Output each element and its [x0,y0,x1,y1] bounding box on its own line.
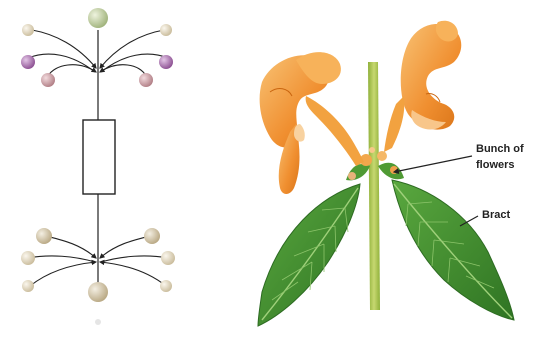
upper-right-bud-pink [139,73,153,87]
label-bunch-of-flowers-line1: Bunch of [476,143,524,155]
lower-right-branch-3 [100,262,166,286]
plant-illustration: Bunch of flowers Bract [258,21,524,326]
lower-left-bud-3 [22,280,34,292]
plant-stem [368,62,380,310]
lower-right-bud-3 [160,280,172,292]
upper-left-bud-purple [21,55,35,69]
upper-left-bud-small [22,24,34,36]
upper-left-branch-1 [32,30,96,68]
node-box [83,120,115,194]
label-bract: Bract [482,209,510,221]
bunch-pointer-line [394,156,472,172]
lower-right-branch-2 [101,256,168,262]
label-bunch-of-flowers-line2: flowers [476,159,515,171]
lower-right-bud-1 [144,228,160,244]
lower-left-bud-1 [36,228,52,244]
left-orange-flower [260,52,364,194]
inflorescence-schematic [21,8,175,325]
lower-left-branch-1 [46,236,96,258]
bottom-dot [95,319,101,325]
upper-right-bud-small [160,24,172,36]
left-bract-leaf [258,184,360,326]
top-terminal-bud [88,8,108,28]
lower-left-bud-2 [21,251,35,265]
upper-left-branch-3 [48,65,96,76]
upper-right-bud-purple [159,55,173,69]
bottom-terminal-bud [88,282,108,302]
lower-right-bud-2 [161,251,175,265]
upper-right-branch-1 [100,30,164,68]
right-bract-leaf [392,180,514,320]
upper-left-bud-pink [41,73,55,87]
right-orange-flower [384,21,461,152]
lower-left-branch-3 [30,262,96,286]
upper-right-branch-3 [100,65,146,76]
lower-left-branch-2 [28,256,95,262]
lower-right-branch-1 [100,236,150,258]
